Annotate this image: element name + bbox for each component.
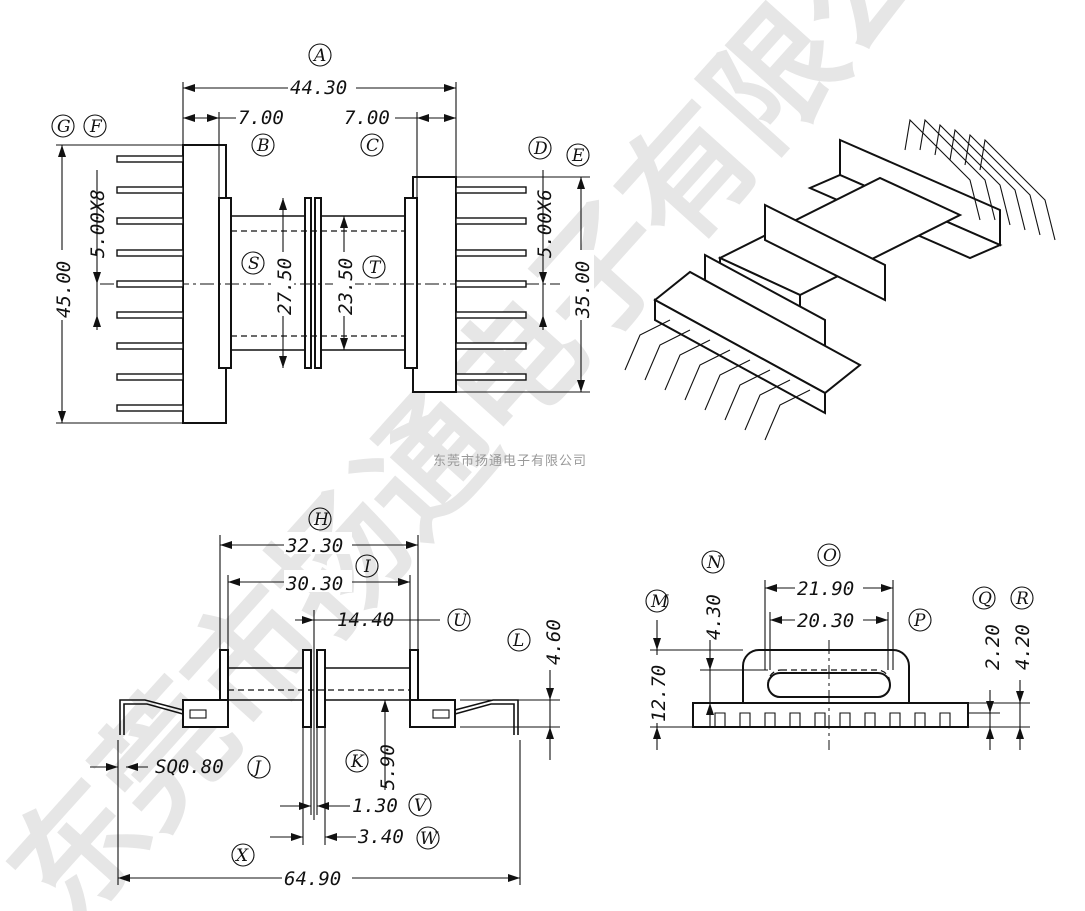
- company-caption: 东莞市扬通电子有限公司: [433, 453, 587, 469]
- label-b: B: [256, 136, 270, 156]
- isometric-view: [624, 118, 1056, 441]
- label-r: R: [1015, 589, 1029, 609]
- front-pins-3d: [624, 319, 811, 441]
- inner-flange-right: [404, 197, 418, 369]
- dim-u-value: 14.40: [337, 609, 394, 631]
- dim-m-value: 12.70: [648, 665, 670, 722]
- dim-35-value: 35.00: [572, 261, 594, 319]
- label-x: X: [234, 846, 249, 866]
- center-divider-b: [314, 197, 322, 369]
- dim-j-value: SQ0.80: [155, 756, 224, 778]
- label-m: M: [650, 592, 669, 612]
- label-s: S: [248, 254, 260, 274]
- label-d: D: [533, 139, 548, 159]
- rear-pins-3d: [904, 118, 1056, 241]
- dim-q-value: 2.20: [982, 624, 1004, 670]
- dim-p-value: 20.30: [797, 610, 854, 632]
- dim-v-value: 1.30: [352, 795, 398, 817]
- inner-flange-left: [218, 197, 232, 369]
- label-i: I: [363, 557, 371, 577]
- side-pin-slots: [714, 712, 951, 727]
- side-view: 21.90 O 20.30 P 4.30 N 12.70 M: [645, 543, 1034, 750]
- dim-x-value: 64.90: [284, 868, 341, 890]
- dim-w-value: 3.40: [357, 826, 404, 848]
- dim-45-value: 45.00: [53, 261, 75, 318]
- side-base: [692, 702, 969, 728]
- core-inner-value: 23.50: [335, 258, 357, 315]
- label-w: W: [420, 829, 439, 849]
- right-pins: [455, 186, 527, 381]
- dim-k-value: 5.90: [377, 744, 399, 790]
- label-t: T: [369, 258, 382, 278]
- dim-n-value: 4.30: [703, 594, 725, 640]
- left-pins: [116, 155, 184, 412]
- front-center-a: [302, 649, 312, 728]
- label-v: V: [414, 796, 428, 816]
- dim-o-value: 21.90: [797, 578, 854, 600]
- dim-i-value: 30.30: [285, 573, 343, 595]
- label-o: O: [823, 546, 837, 566]
- top-view: 44.30 A 7.00 B 7.00 C G F D E: [50, 43, 594, 424]
- front-center-b: [316, 649, 326, 728]
- label-j: J: [251, 758, 262, 778]
- label-f: F: [89, 117, 103, 137]
- label-u: U: [453, 611, 468, 631]
- label-l: L: [512, 631, 524, 651]
- dim-c-value: 7.00: [344, 107, 390, 129]
- dim-a-value: 44.30: [290, 77, 347, 99]
- core-outer-value: 27.50: [274, 258, 296, 315]
- label-q: Q: [978, 589, 992, 609]
- label-n: N: [706, 553, 723, 573]
- label-h: H: [313, 510, 330, 530]
- label-k: K: [350, 752, 365, 772]
- label-p: P: [913, 611, 926, 631]
- label-g: G: [57, 117, 71, 137]
- front-view: 32.30 H 30.30 I 14.40 U 4.60 L SQ0: [90, 507, 565, 890]
- label-a: A: [312, 46, 326, 66]
- pitch-left-value: 5.00X8: [87, 189, 109, 258]
- pitch-right-value: 5.00X6: [534, 189, 556, 258]
- dim-l-value: 4.60: [543, 619, 565, 665]
- dim-r-value: 4.20: [1012, 624, 1034, 670]
- center-divider-a: [304, 197, 312, 369]
- label-c: C: [366, 136, 379, 156]
- label-e: E: [571, 146, 585, 166]
- dim-b-value: 7.00: [238, 107, 284, 129]
- dim-h-value: 32.30: [285, 535, 343, 557]
